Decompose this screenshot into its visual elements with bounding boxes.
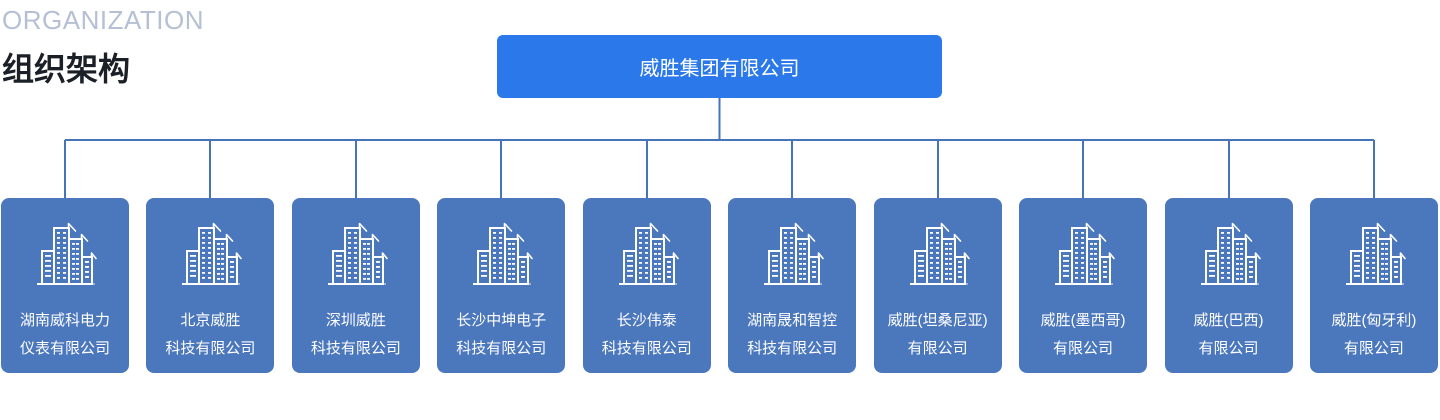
company-name-line2: 科技有限公司 — [747, 340, 838, 357]
company-name-line2: 有限公司 — [1198, 340, 1259, 357]
org-child-card[interactable]: 深圳威胜 科技有限公司 — [291, 198, 420, 373]
building-icon — [1342, 222, 1406, 292]
org-child-card[interactable]: 威胜(坦桑尼亚) 有限公司 — [873, 198, 1002, 373]
org-child-card[interactable]: 长沙中坤电子 科技有限公司 — [437, 198, 566, 373]
org-root-node[interactable]: 威胜集团有限公司 — [497, 35, 942, 98]
org-child-card[interactable]: 北京威胜 科技有限公司 — [146, 198, 275, 373]
company-name-line2: 科技有限公司 — [456, 340, 547, 357]
company-name-line2: 有限公司 — [1053, 340, 1114, 357]
company-name-line2: 有限公司 — [907, 340, 968, 357]
company-name: 威胜(墨西哥) 有限公司 — [1041, 307, 1126, 363]
company-name-line2: 科技有限公司 — [165, 340, 256, 357]
org-child-card[interactable]: 威胜(墨西哥) 有限公司 — [1019, 198, 1148, 373]
company-name-line1: 威胜(匈牙利) — [1331, 312, 1417, 329]
company-name-line1: 威胜(巴西) — [1193, 312, 1264, 329]
building-icon — [760, 222, 824, 292]
org-child-card[interactable]: 湖南威科电力 仪表有限公司 — [1, 198, 129, 373]
building-icon — [1051, 222, 1115, 292]
org-child-card[interactable]: 长沙伟泰 科技有限公司 — [582, 198, 711, 373]
org-children-row: 湖南威科电力 仪表有限公司 北京威胜 科技有限公司 深圳威胜 科技有限公司 长沙… — [1, 198, 1438, 373]
company-name-line1: 深圳威胜 — [325, 312, 386, 329]
company-name: 威胜(坦桑尼亚) 有限公司 — [888, 307, 988, 363]
company-name: 北京威胜 科技有限公司 — [165, 307, 255, 363]
company-name: 湖南晟和智控 科技有限公司 — [747, 307, 837, 363]
company-name-line1: 威胜(墨西哥) — [1040, 312, 1126, 329]
company-name-line2: 科技有限公司 — [601, 340, 692, 357]
org-child-card[interactable]: 威胜(巴西) 有限公司 — [1164, 198, 1293, 373]
company-name: 湖南威科电力 仪表有限公司 — [20, 307, 110, 363]
company-name: 深圳威胜 科技有限公司 — [311, 307, 401, 363]
company-name-line2: 仪表有限公司 — [19, 340, 110, 357]
company-name: 威胜(匈牙利) 有限公司 — [1331, 307, 1416, 363]
company-name: 长沙伟泰 科技有限公司 — [602, 307, 692, 363]
page-title: 组织架构 — [2, 51, 131, 87]
company-name-line1: 北京威胜 — [180, 312, 241, 329]
building-icon — [1197, 222, 1261, 292]
building-icon — [615, 222, 679, 292]
company-name-line2: 科技有限公司 — [310, 340, 401, 357]
company-name-line1: 长沙中坤电子 — [456, 312, 547, 329]
company-name-line1: 湖南威科电力 — [19, 312, 110, 329]
building-icon — [33, 222, 97, 292]
company-name: 长沙中坤电子 科技有限公司 — [456, 307, 546, 363]
building-icon — [469, 222, 534, 292]
company-name-line2: 有限公司 — [1343, 340, 1404, 357]
building-icon — [906, 222, 970, 292]
org-root-label: 威胜集团有限公司 — [639, 58, 800, 80]
building-icon — [324, 222, 388, 292]
company-name: 威胜(巴西) 有限公司 — [1194, 307, 1264, 363]
company-name-line1: 湖南晟和智控 — [747, 312, 838, 329]
org-child-card[interactable]: 威胜(匈牙利) 有限公司 — [1309, 198, 1438, 373]
section-eyebrow: ORGANIZATION — [2, 5, 204, 35]
company-name-line1: 长沙伟泰 — [616, 312, 677, 329]
company-name-line1: 威胜(坦桑尼亚) — [887, 312, 988, 329]
building-icon — [178, 222, 243, 292]
org-child-card[interactable]: 湖南晟和智控 科技有限公司 — [728, 198, 857, 373]
